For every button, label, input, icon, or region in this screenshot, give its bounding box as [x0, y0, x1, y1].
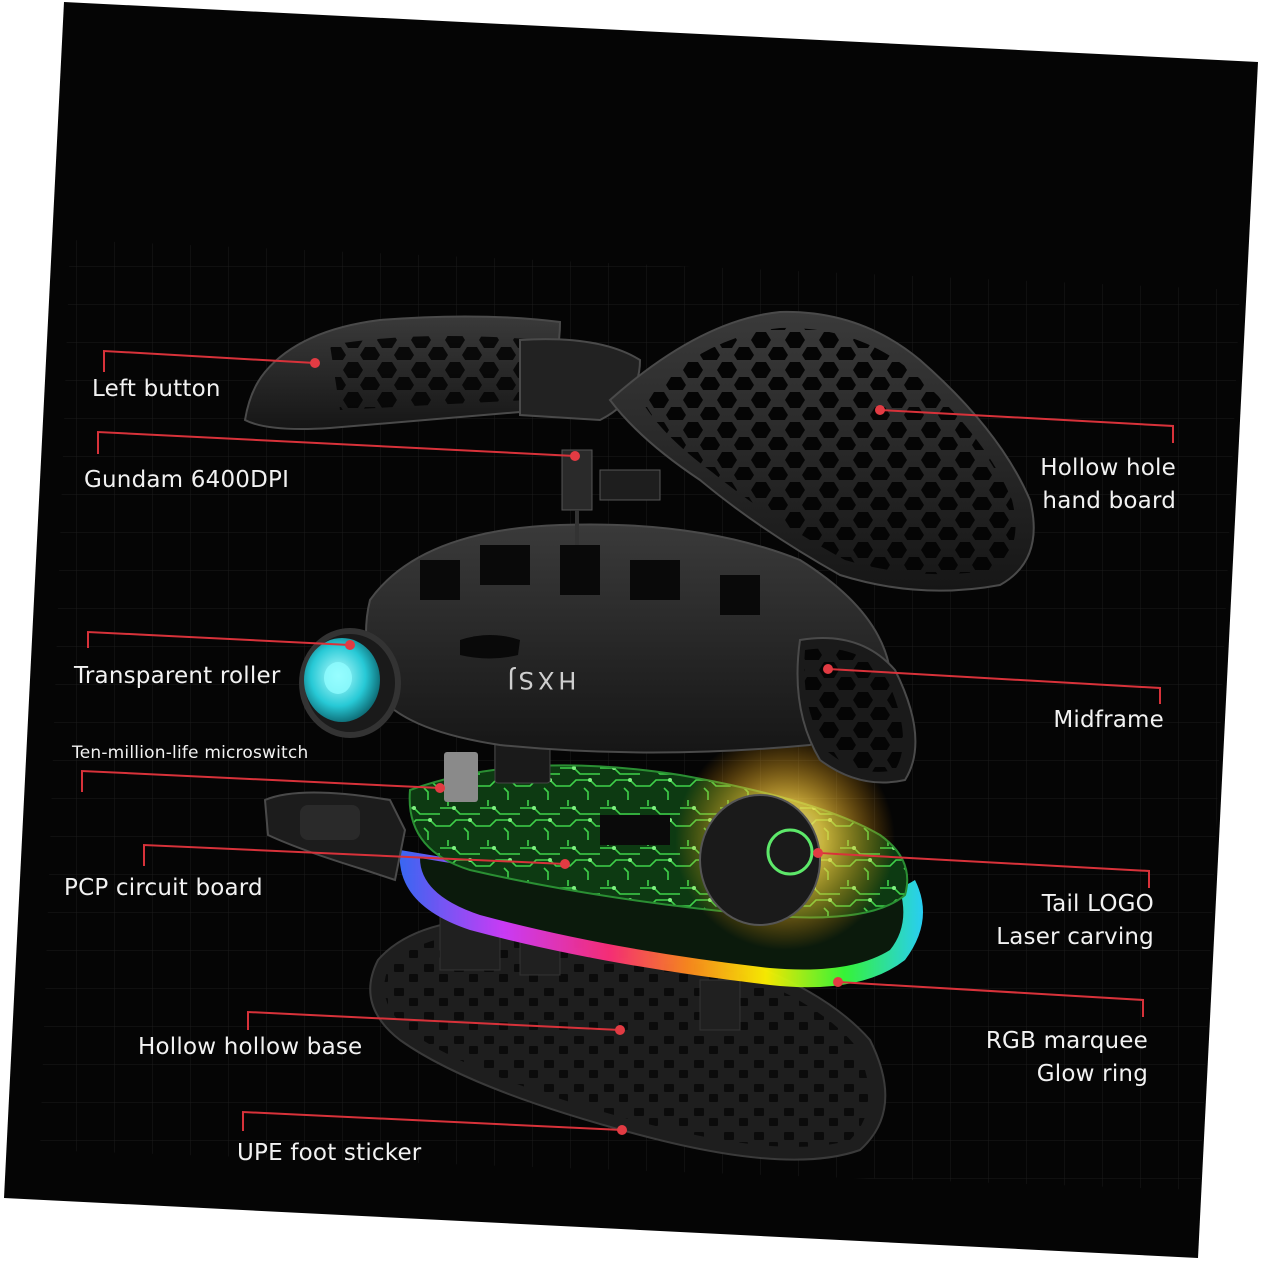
label-rgb: RGB marquee Glow ring [960, 1025, 1148, 1091]
leader-logo [817, 852, 1150, 888]
label-sensor: Gundam 6400DPI [84, 467, 290, 493]
scroll-wheel-icon [299, 628, 401, 738]
leader-lines [81, 349, 1174, 1131]
leader-midframe [827, 668, 1161, 704]
label-midframe: Midframe [1053, 707, 1164, 733]
microswitch-module [263, 791, 407, 882]
label-pcb: PCP circuit board [64, 875, 263, 901]
leader-base [247, 1010, 621, 1031]
label-left-button: Left button [92, 376, 221, 402]
label-microswitch: Ten-million-life microswitch [72, 743, 309, 763]
label-logo-line2: Laser carving [996, 924, 1154, 950]
leader-pcb [143, 843, 566, 866]
leader-microswitch [81, 769, 441, 792]
brand-mark: HXSJ [504, 666, 577, 694]
hxsj-logo-icon [766, 828, 814, 876]
leader-dots [310, 358, 885, 1135]
label-rgb-line2: Glow ring [1036, 1061, 1148, 1087]
leader-shell [879, 409, 1174, 443]
leader-roller [87, 630, 351, 648]
label-shell-line2: hand board [1042, 488, 1176, 514]
leader-sensor [97, 430, 576, 457]
leader-left-button [103, 349, 316, 372]
label-shell: Hollow hole hand board [1010, 452, 1176, 518]
label-rgb-line1: RGB marquee [985, 1028, 1148, 1054]
label-logo: Tail LOGO Laser carving [960, 888, 1154, 954]
honeycomb-shell-icon [608, 310, 1035, 592]
leader-foot [242, 1110, 623, 1131]
label-foot: UPE foot sticker [237, 1140, 422, 1166]
label-logo-line1: Tail LOGO [1041, 891, 1154, 917]
label-shell-line1: Hollow hole [1040, 455, 1176, 481]
midframe [365, 523, 917, 784]
label-base: Hollow hollow base [138, 1034, 363, 1060]
label-roller: Transparent roller [74, 663, 281, 689]
tail-logo-disc [699, 794, 821, 926]
leader-rgb [837, 981, 1144, 1017]
